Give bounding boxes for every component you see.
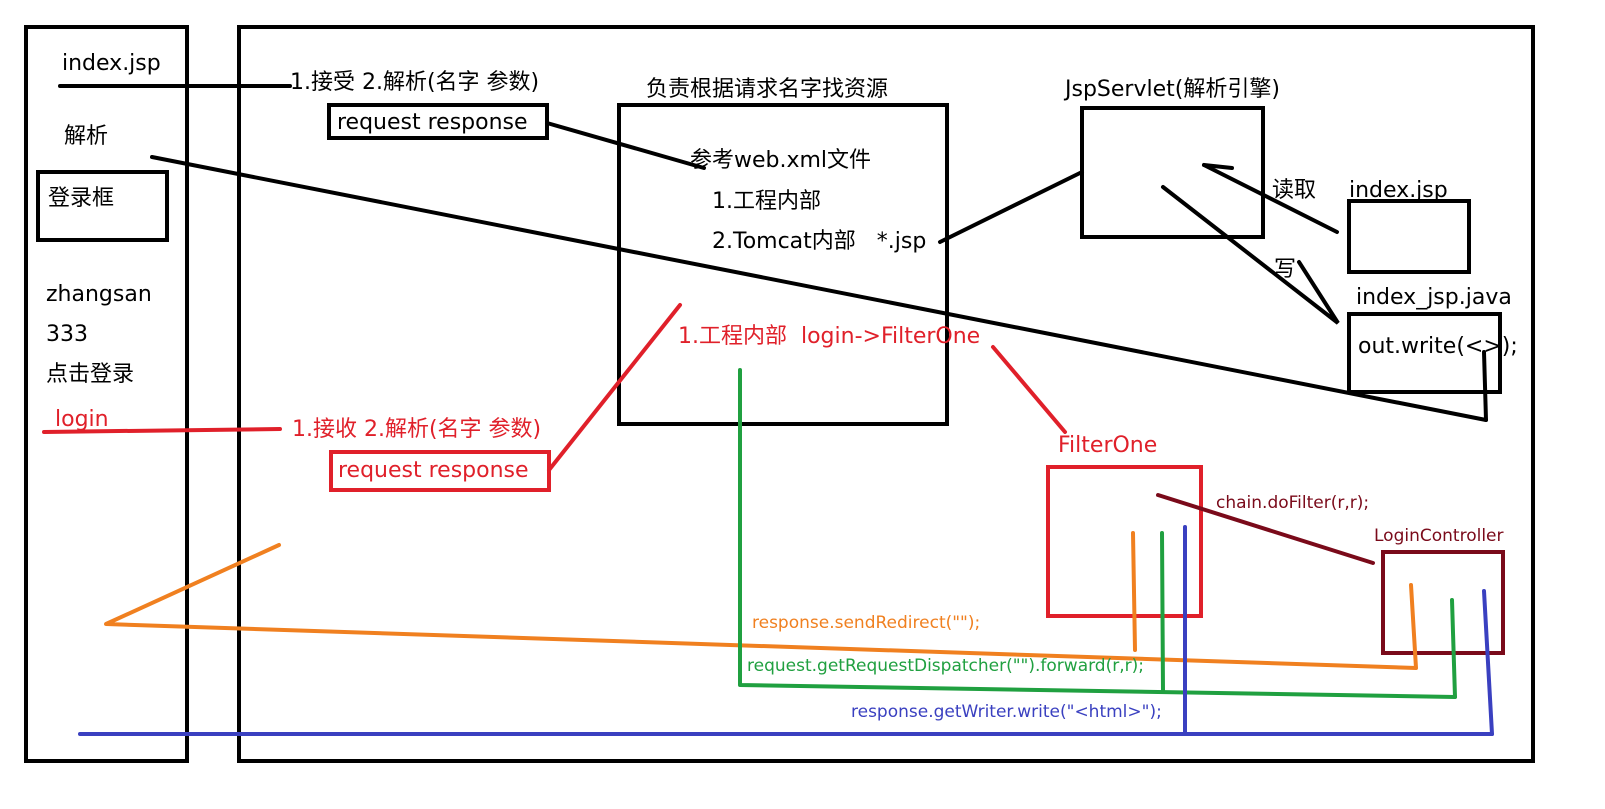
filter-redirect-line <box>1131 531 1137 652</box>
login-controller-box <box>1381 550 1505 655</box>
resolver-red-note: 1.工程内部 login->FilterOne <box>678 324 980 349</box>
resolver-box <box>617 103 949 426</box>
index-java-box <box>1347 312 1502 394</box>
writer-label: response.getWriter.write("<html>"); <box>851 702 1162 722</box>
controller-forward-line <box>1450 598 1457 699</box>
login-form-box <box>36 170 169 242</box>
chain-dofilter-line <box>1156 493 1375 565</box>
index-jsp-title: index.jsp <box>62 51 161 76</box>
jsp-servlet-box <box>1080 106 1265 239</box>
index-jsp-file-label: index.jsp <box>1349 178 1448 203</box>
read-line <box>1202 163 1339 234</box>
second-request-objects: request response <box>338 458 529 483</box>
write-arrow <box>1161 185 1340 325</box>
first-request-steps: 1.接受 2.解析(名字 参数) <box>290 70 539 95</box>
parse-to-out-line <box>150 155 1488 422</box>
req-to-resolver-line <box>545 121 706 170</box>
jsp-servlet-title: JspServlet(解析引擎) <box>1063 77 1280 102</box>
login-box-label: 登录框 <box>48 186 114 211</box>
req2-to-resolver-line <box>547 303 682 472</box>
out-down-line <box>1482 350 1488 422</box>
index-jsp-box <box>1347 199 1471 274</box>
login-label: login <box>55 407 109 432</box>
resolver-to-filter-line <box>991 345 1067 434</box>
click-login-label: 点击登录 <box>46 362 134 387</box>
write-label: 写 <box>1274 257 1296 282</box>
forward-path-line <box>738 368 1457 699</box>
password-label: 333 <box>46 322 88 347</box>
controller-writer-line <box>1482 589 1494 736</box>
read-label: 读取 <box>1272 178 1316 203</box>
filter-one-box <box>1046 465 1203 618</box>
second-request-steps: 1.接收 2.解析(名字 参数) <box>292 417 541 442</box>
browser-panel <box>24 25 189 763</box>
resolver-title: 负责根据请求名字找资源 <box>646 77 888 102</box>
resolver-item-1: 1.工程内部 <box>712 189 821 214</box>
filter-one-title: FilterOne <box>1058 433 1157 458</box>
redirect-return-line <box>104 543 1418 670</box>
server-panel <box>237 25 1535 763</box>
index-java-file-label: index_jsp.java <box>1356 285 1512 310</box>
resolver-item-2: 2.Tomcat内部 *.jsp <box>712 229 926 254</box>
chain-dofilter-label: chain.doFilter(r,r); <box>1216 493 1369 513</box>
resolver-ref: 参考web.xml文件 <box>690 148 871 173</box>
username-label: zhangsan <box>46 282 152 307</box>
resolver-to-jspservlet-line <box>938 170 1084 244</box>
login-controller-title: LoginController <box>1374 526 1503 546</box>
parse-label: 解析 <box>64 124 108 149</box>
filter-forward-line <box>1160 531 1165 694</box>
redirect-label: response.sendRedirect(""); <box>752 613 980 633</box>
forward-label: request.getRequestDispatcher("").forward… <box>747 656 1144 676</box>
read-arrowhead <box>1202 163 1234 170</box>
login-request-line <box>42 427 282 434</box>
out-write-label: out.write(<>); <box>1358 334 1518 359</box>
first-request-objects: request response <box>337 110 528 135</box>
